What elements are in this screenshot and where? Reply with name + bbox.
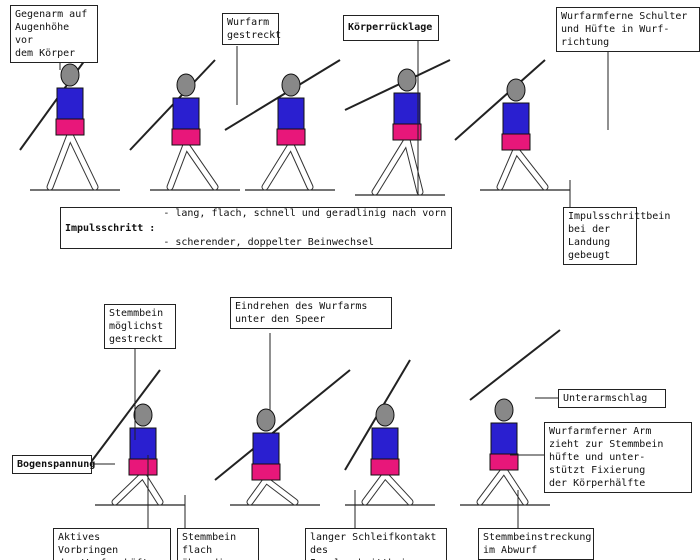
leg-fill: [247, 477, 269, 505]
shorts: [489, 453, 519, 471]
leg-fill: [288, 142, 313, 190]
shorts: [171, 128, 201, 146]
javelin: [84, 369, 161, 471]
leg-fill: [497, 147, 519, 190]
head: [133, 403, 153, 427]
javelin: [224, 59, 341, 131]
shorts: [276, 128, 306, 146]
shirt: [172, 97, 200, 132]
leg-fill: [513, 147, 548, 190]
label-unterarmschlag: Unterarmschlag: [558, 389, 666, 408]
label-stemmbeinstreckung: Stemmbeinstreckung im Abwurf: [478, 528, 594, 560]
label-ferse: Stemmbein flach über die Ferse: [177, 528, 259, 560]
impulsschritt-box: Impulsschritt : - lang, flach, schnell u…: [60, 207, 452, 249]
impulsschritt-list: - lang, flach, schnell und geradlinig na…: [163, 193, 446, 264]
shorts: [55, 118, 85, 136]
impulsschritt-heading: Impulsschritt :: [65, 222, 156, 234]
shirt: [277, 97, 305, 132]
label-wurfarmferner-arm: Wurfarmferner Arm zieht zur Stemmbein hü…: [544, 422, 692, 493]
head: [176, 73, 196, 97]
head: [506, 78, 526, 102]
javelin: [469, 329, 561, 401]
label-landung: Impulsschrittbein bei der Landung gebeug…: [563, 207, 670, 265]
leg-fill: [263, 477, 298, 505]
shorts: [370, 458, 400, 476]
shorts: [501, 133, 531, 151]
shorts: [392, 123, 422, 141]
head: [494, 398, 514, 422]
shorts: [128, 458, 158, 476]
head: [281, 73, 301, 97]
leg-fill: [501, 467, 528, 505]
label-vorbringen: Aktives Vorbringen der Wurfarmhüfte: [53, 528, 171, 560]
shirt: [252, 432, 280, 467]
shirt: [371, 427, 399, 462]
head: [256, 408, 276, 432]
label-wurfarm: Wurfarm gestreckt: [222, 13, 281, 45]
leg-fill: [183, 142, 218, 190]
label-schleifkontakt: langer Schleifkontakt des Impulsschrittb…: [305, 528, 447, 560]
label-ruecklage: Körperrücklage: [343, 15, 439, 41]
leg-fill: [140, 472, 163, 505]
shirt: [393, 92, 421, 127]
leg-fill: [47, 132, 73, 190]
label-stemmbein: Stemmbein möglichst gestreckt: [104, 304, 176, 349]
leg-fill: [67, 132, 98, 190]
leg-fill: [112, 472, 146, 505]
javelin: [454, 59, 546, 141]
leg-fill: [477, 467, 507, 505]
label-eindrehen: Eindrehen des Wurfarms unter den Speer: [230, 297, 392, 329]
impulsschritt-item: - scherender, doppelter Beinwechsel: [163, 236, 375, 248]
head: [375, 403, 395, 427]
leg-fill: [362, 472, 388, 505]
shirt: [129, 427, 157, 462]
javelin: [344, 59, 451, 111]
shorts: [251, 463, 281, 481]
head: [397, 68, 417, 92]
head: [60, 63, 80, 87]
impulsschritt-item: - lang, flach, schnell und geradlinig na…: [163, 207, 447, 219]
leg-fill: [262, 142, 294, 190]
label-schulter: Wurfarmferne Schulter und Hüfte in Wurf-…: [556, 7, 700, 52]
shirt: [502, 102, 530, 137]
shirt: [56, 87, 84, 122]
leg-fill: [382, 472, 413, 505]
shirt: [490, 422, 518, 457]
javelin: [214, 369, 351, 481]
leg-fill: [372, 137, 410, 195]
label-gegenarm: Gegenarm auf Augenhöhe vor dem Körper: [10, 5, 98, 63]
label-bogenspannung: Bogenspannung: [12, 455, 95, 474]
leg-fill: [167, 142, 189, 190]
